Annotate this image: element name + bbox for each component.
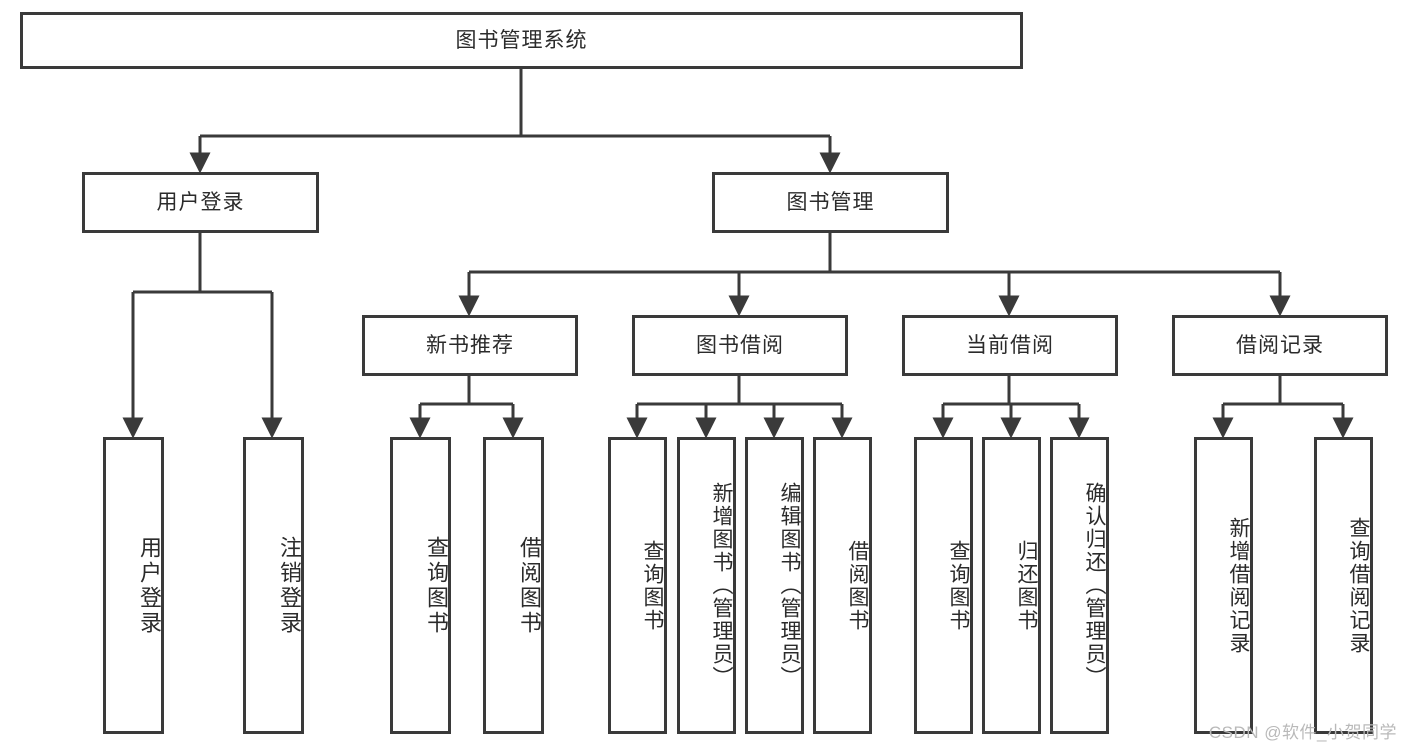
node-root[interactable]: 图书管理系统 <box>20 12 1023 69</box>
leaf-confirm-return[interactable]: 确认归还（管理员） <box>1050 437 1109 734</box>
node-book-manage[interactable]: 图书管理 <box>712 172 949 233</box>
leaf-query-book-current[interactable]: 查询图书 <box>914 437 973 734</box>
node-current-borrow[interactable]: 当前借阅 <box>902 315 1118 376</box>
leaf-user-login[interactable]: 用户登录 <box>103 437 164 734</box>
node-new-book-rec[interactable]: 新书推荐 <box>362 315 578 376</box>
leaf-logout[interactable]: 注销登录 <box>243 437 304 734</box>
leaf-return-book[interactable]: 归还图书 <box>982 437 1041 734</box>
node-borrow-record[interactable]: 借阅记录 <box>1172 315 1388 376</box>
leaf-add-book[interactable]: 新增图书（管理员） <box>677 437 736 734</box>
node-book-borrow[interactable]: 图书借阅 <box>632 315 848 376</box>
leaf-query-book[interactable]: 查询图书 <box>608 437 667 734</box>
leaf-add-record[interactable]: 新增借阅记录 <box>1194 437 1253 734</box>
csdn-watermark: CSDN @软件_小贺同学 <box>1208 723 1397 742</box>
leaf-borrow-book-rec[interactable]: 借阅图书 <box>483 437 544 734</box>
leaf-borrow-book[interactable]: 借阅图书 <box>813 437 872 734</box>
leaf-edit-book[interactable]: 编辑图书（管理员） <box>745 437 804 734</box>
node-user-login[interactable]: 用户登录 <box>82 172 319 233</box>
leaf-query-book-rec[interactable]: 查询图书 <box>390 437 451 734</box>
leaf-query-record[interactable]: 查询借阅记录 <box>1314 437 1373 734</box>
